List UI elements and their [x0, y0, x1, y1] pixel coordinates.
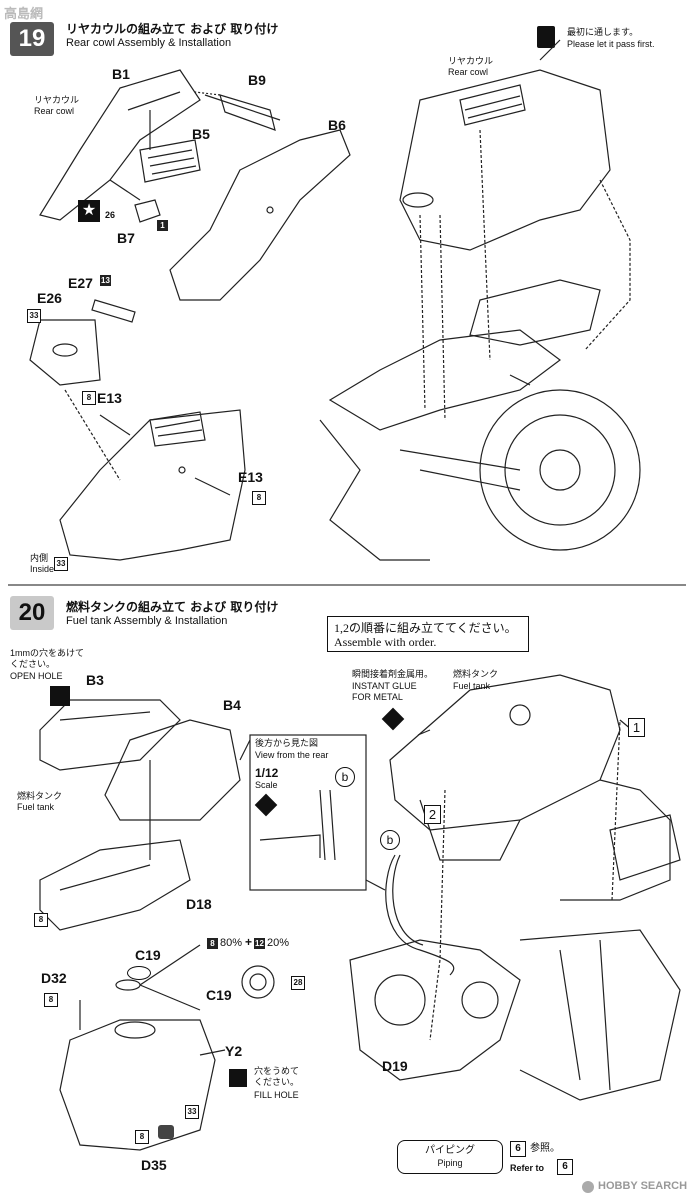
scale-value: 1/12: [255, 766, 279, 780]
fuel-tank-label-en: Fuel tank: [17, 802, 55, 812]
step-19-number: 19: [10, 22, 54, 56]
part-d18: D18: [186, 896, 212, 912]
part-b9: B9: [248, 72, 266, 88]
color-tag-8-a: 8: [82, 391, 96, 405]
rear-cowl-label-en: Rear cowl: [34, 106, 75, 116]
inside-label-jp: 内側: [30, 553, 49, 563]
color-tag-33-a: 33: [27, 309, 41, 323]
brand-logo-icon: [582, 1181, 594, 1193]
watermark-logo: 高島網: [4, 6, 44, 21]
piping-en: Piping: [437, 1158, 463, 1168]
step-19-title-en: Rear cowl Assembly & Installation: [66, 37, 232, 49]
part-d32: D32: [41, 970, 67, 986]
scale-label: Scale: [255, 780, 278, 790]
color-tag-28: 28: [291, 976, 305, 990]
color-tag-8-c: 8: [34, 913, 48, 927]
c19-part-icon: [127, 966, 151, 980]
color-tag-8-mix: 8: [207, 938, 218, 949]
fill-hole-icon: [229, 1069, 247, 1087]
note-first-pass-en: Please let it pass first.: [567, 39, 655, 49]
mix-plus: +: [245, 935, 253, 949]
inside-label-en: Inside: [30, 564, 55, 574]
part-d19: D19: [382, 1058, 408, 1074]
part-b3: B3: [86, 672, 104, 688]
brand-watermark: HOBBY SEARCH: [598, 1180, 688, 1192]
part-e27: E27: [68, 275, 93, 291]
mix-ratio-a: 80%: [220, 937, 243, 949]
circle-b-marker-2: b: [380, 830, 400, 850]
fuel-tank-label-en-2: Fuel tank: [453, 681, 491, 691]
ref-jp: 参照。: [530, 1143, 560, 1154]
instant-glue-jp: 瞬間接着剤金属用。: [352, 669, 434, 679]
rear-cowl-label-jp: リヤカウル: [34, 95, 80, 105]
piping-jp: パイピング: [425, 1145, 475, 1156]
mix-ratio-b: 20%: [267, 937, 290, 949]
open-hole-icon: [50, 686, 70, 706]
step-20-title-en: Fuel tank Assembly & Installation: [66, 615, 228, 627]
part-b4: B4: [223, 697, 241, 713]
color-tag-8-e: 8: [135, 1130, 149, 1144]
rear-cowl-label-jp-2: リヤカウル: [448, 56, 494, 66]
part-e13-b: E13: [238, 469, 263, 485]
piping-reference-box: パイピング Piping: [397, 1140, 503, 1174]
color-tag-33-c: 33: [185, 1105, 199, 1119]
color-tag-13: 13: [100, 275, 111, 286]
step-20-number: 20: [10, 596, 54, 630]
part-d35: D35: [141, 1157, 167, 1173]
d35-part-icon: [158, 1125, 174, 1139]
instant-glue-en: INSTANT GLUE FOR METAL: [352, 681, 417, 702]
color-tag-8-d: 8: [44, 993, 58, 1007]
color-tag-1: 1: [157, 220, 168, 231]
part-e26: E26: [37, 290, 62, 306]
rear-view-jp: 後方から見た図: [255, 738, 319, 748]
part-c19-a: C19: [135, 947, 161, 963]
assemble-order-note: 1,2の順番に組み立ててください。 Assemble with order.: [327, 616, 529, 652]
step-20-title-jp: 燃料タンクの組み立て および 取り付け: [66, 600, 279, 614]
ref-step-box-2: 6: [557, 1159, 573, 1175]
part-e13-a: E13: [97, 390, 122, 406]
color-tag-33-b: 33: [54, 557, 68, 571]
order-marker-1: 1: [628, 718, 645, 737]
part-b5: B5: [192, 126, 210, 142]
part-b1: B1: [112, 66, 130, 82]
note-first-pass-icon: [537, 26, 555, 48]
fill-hole-en: FILL HOLE: [254, 1090, 299, 1100]
color-tag-12-mix: 12: [254, 938, 265, 949]
part-b6: B6: [328, 117, 346, 133]
fill-hole-jp: 穴をうめて ください。: [254, 1066, 300, 1087]
circle-b-marker: b: [335, 767, 355, 787]
assemble-order-jp: 1,2の順番に組み立ててください。: [334, 621, 517, 635]
star-mark-icon: ★: [78, 200, 100, 222]
open-hole-en: OPEN HOLE: [10, 671, 63, 681]
note-first-pass-jp: 最初に通します。: [567, 27, 639, 37]
step-19-title-jp: リヤカウルの組み立て および 取り付け: [66, 22, 279, 36]
part-y2: Y2: [225, 1043, 243, 1059]
rear-cowl-label-en-2: Rear cowl: [448, 67, 489, 77]
color-tag-26-text: 26: [105, 210, 116, 220]
part-c19-b: C19: [206, 987, 232, 1003]
refer-to: Refer to: [510, 1163, 545, 1173]
part-b7: B7: [117, 230, 135, 246]
assemble-order-en: Assemble with order.: [334, 635, 437, 649]
fuel-tank-label-jp-2: 燃料タンク: [453, 669, 499, 679]
fuel-tank-label-jp: 燃料タンク: [17, 791, 63, 801]
rear-view-en: View from the rear: [255, 750, 329, 760]
open-hole-jp: 1mmの穴をあけて ください。: [10, 648, 84, 669]
color-tag-8-b: 8: [252, 491, 266, 505]
order-marker-2: 2: [424, 805, 441, 824]
ref-step-box-1: 6: [510, 1141, 526, 1157]
